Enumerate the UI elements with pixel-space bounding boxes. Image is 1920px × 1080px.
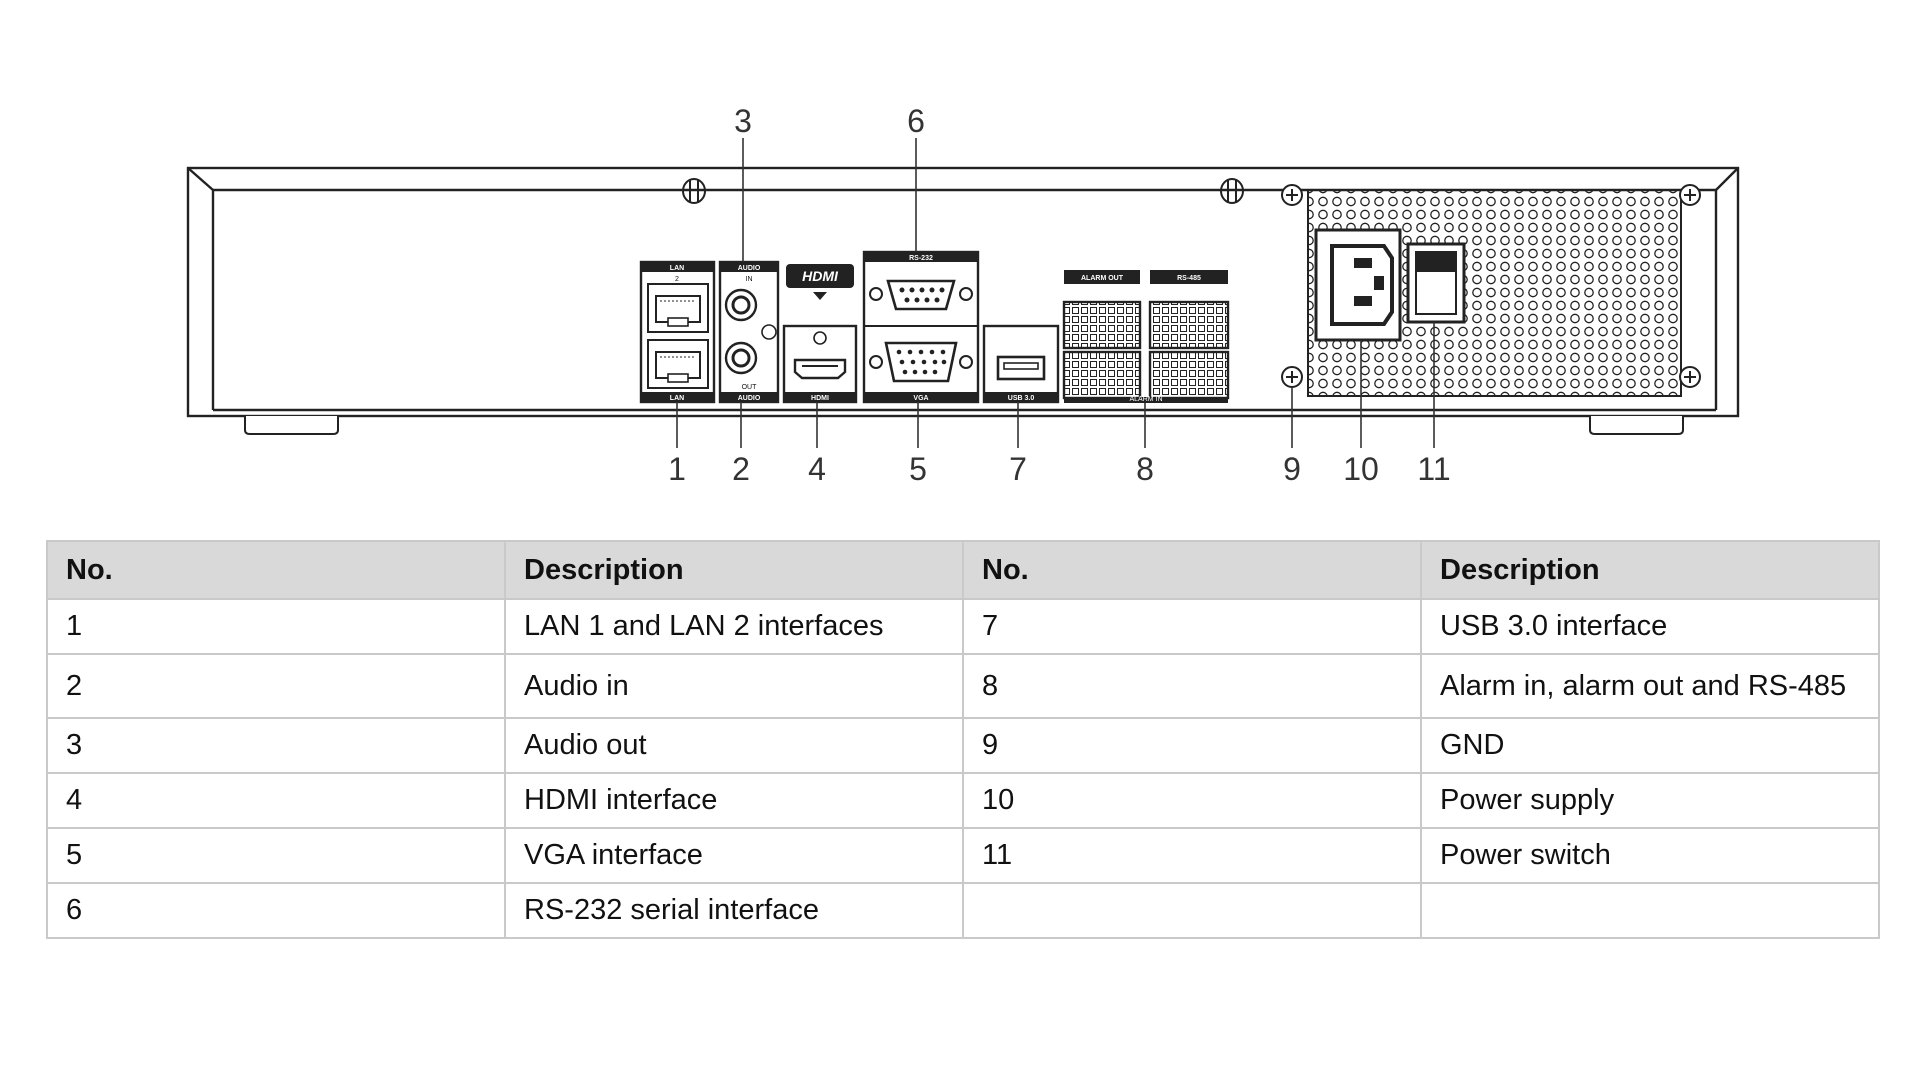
table-cell-no	[962, 882, 1422, 939]
table-row: 4 HDMI interface 10 Power supply	[46, 772, 1880, 829]
callout-3: 3	[734, 103, 752, 139]
rear-panel-diagram: LAN LAN 2 1 AUDIO AUDIO IN OUT HDMI HDMI	[186, 103, 1740, 487]
rs232-vga-ports: RS-232 VGA	[862, 250, 980, 404]
audio-in-label: IN	[746, 276, 753, 283]
table-cell-description: RS-232 serial interface	[504, 882, 964, 939]
table-cell-no: 9	[962, 717, 1422, 774]
table-header-row: No. Description No. Description	[46, 540, 1880, 600]
header-no: No.	[962, 540, 1422, 600]
usb-port: USB 3.0	[982, 324, 1060, 404]
lan-bottom-label: LAN	[670, 395, 684, 402]
leader-lines	[676, 138, 1435, 448]
callout-7: 7	[1009, 451, 1027, 487]
hdmi-logo: HDMI	[802, 268, 839, 284]
table-cell-description: Audio out	[504, 717, 964, 774]
table-cell-no: 4	[46, 772, 506, 829]
header-description: Description	[1420, 540, 1880, 600]
callout-11: 11	[1417, 451, 1450, 487]
table-cell-description: Power switch	[1420, 827, 1880, 884]
callout-2: 2	[732, 451, 750, 487]
header-no: No.	[46, 540, 506, 600]
table-row: 6 RS-232 serial interface	[46, 882, 1880, 939]
chassis-feet	[244, 416, 1684, 435]
callout-4: 4	[808, 451, 826, 487]
alarm-terminals: ALARM OUT RS-485 ALARM IN	[1062, 270, 1230, 403]
table-row: 2 Audio in 8 Alarm in, alarm out and RS-…	[46, 653, 1880, 719]
table-cell-description: USB 3.0 interface	[1420, 598, 1880, 655]
audio-top-label: AUDIO	[738, 265, 761, 272]
audio-bottom-label: AUDIO	[738, 395, 761, 402]
callout-numbers: 1 2 3 4 5 6 7 8 9 10 11	[668, 103, 1451, 487]
table-cell-description: HDMI interface	[504, 772, 964, 829]
lan-port-2-label: 2	[675, 276, 679, 283]
table-cell-no: 7	[962, 598, 1422, 655]
table-cell-no: 11	[962, 827, 1422, 884]
table-row: 5 VGA interface 11 Power switch	[46, 827, 1880, 884]
table-cell-no: 1	[46, 598, 506, 655]
callout-9: 9	[1283, 451, 1301, 487]
audio-out-label: OUT	[742, 384, 758, 391]
table-cell-no: 3	[46, 717, 506, 774]
table-cell-description: GND	[1420, 717, 1880, 774]
usb-label: USB 3.0	[1008, 395, 1035, 402]
power-section	[1281, 184, 1701, 397]
lan-ports: LAN LAN 2 1	[639, 260, 716, 404]
table-cell-no: 2	[46, 653, 506, 719]
callout-8: 8	[1136, 451, 1154, 487]
table-row: 1 LAN 1 and LAN 2 interfaces 7 USB 3.0 i…	[46, 598, 1880, 655]
callout-1: 1	[668, 451, 686, 487]
table-cell-description: VGA interface	[504, 827, 964, 884]
table-cell-description: Audio in	[504, 653, 964, 719]
hdmi-port: HDMI HDMI	[782, 264, 858, 404]
rs232-label: RS-232	[909, 255, 933, 262]
table-row: 3 Audio out 9 GND	[46, 717, 1880, 774]
table-cell-no: 6	[46, 882, 506, 939]
table-cell-description: Alarm in, alarm out and RS-485	[1420, 653, 1880, 719]
header-description: Description	[504, 540, 964, 600]
table-cell-no: 8	[962, 653, 1422, 719]
callout-5: 5	[909, 451, 927, 487]
audio-ports: AUDIO AUDIO IN OUT	[718, 260, 780, 404]
alarm-out-label: ALARM OUT	[1081, 275, 1124, 282]
rs485-label: RS-485	[1177, 275, 1201, 282]
table-cell-description: Power supply	[1420, 772, 1880, 829]
vga-label: VGA	[913, 395, 928, 402]
callout-6: 6	[907, 103, 925, 139]
lan-top-label: LAN	[670, 265, 684, 272]
table-cell-description	[1420, 882, 1880, 939]
table-cell-description: LAN 1 and LAN 2 interfaces	[504, 598, 964, 655]
hdmi-bottom-label: HDMI	[811, 395, 829, 402]
top-screws	[682, 178, 1244, 204]
interface-description-table: No. Description No. Description 1 LAN 1 …	[46, 540, 1880, 939]
alarm-in-label: ALARM IN	[1129, 396, 1162, 403]
callout-10: 10	[1343, 451, 1379, 487]
table-cell-no: 10	[962, 772, 1422, 829]
table-cell-no: 5	[46, 827, 506, 884]
